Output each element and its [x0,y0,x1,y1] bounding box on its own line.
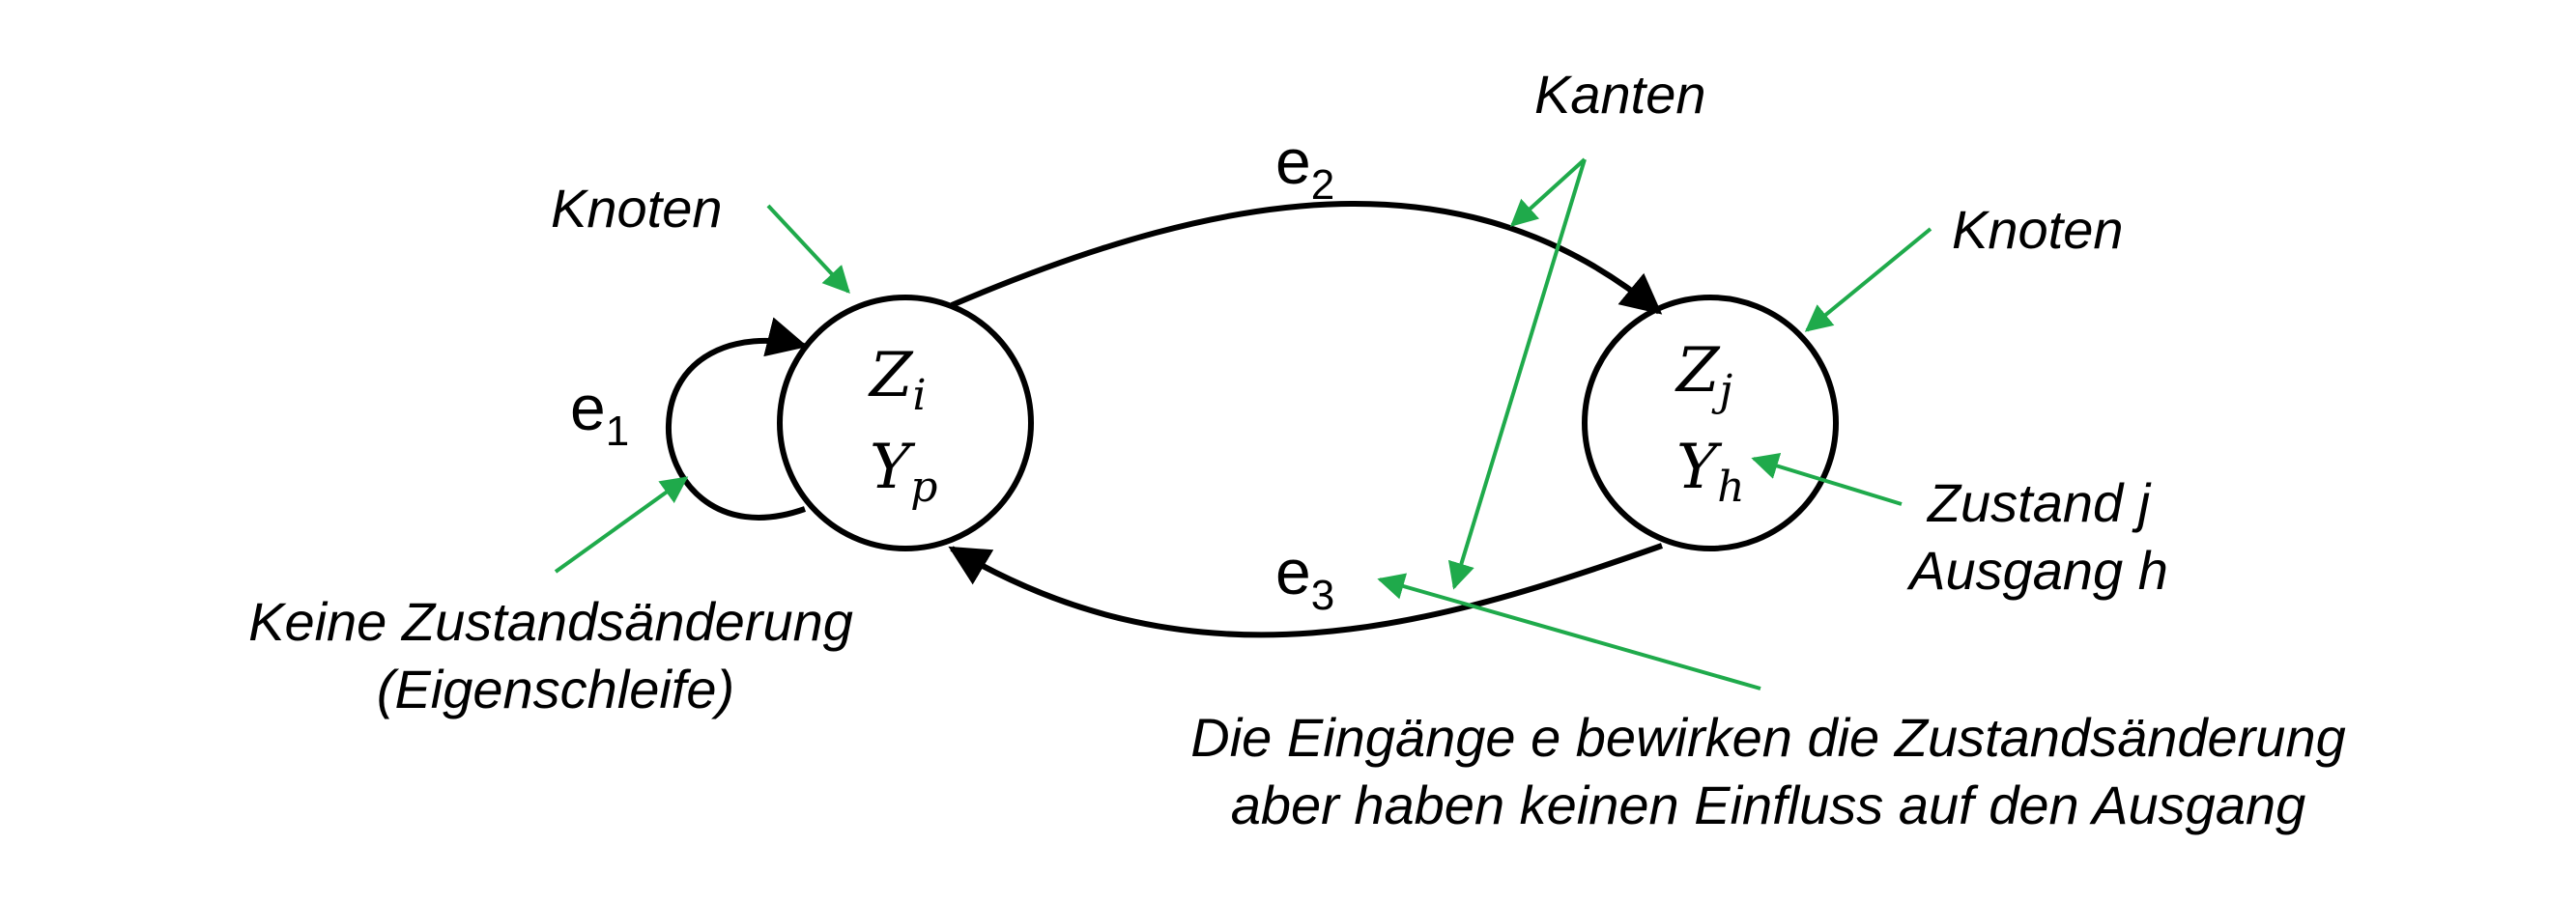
node-j-output-sub: h [1717,463,1744,512]
node-i-state: Zi [868,340,927,420]
node-j-state: Zj [1674,335,1732,415]
edge-e3 [948,543,1664,638]
edge-label-e3: e3 [1275,536,1334,619]
node-j-circle [1582,295,1839,551]
edge-label-e1: e1 [570,372,629,455]
arrow-inputs [1377,573,1761,691]
label-state-line2: Ausgang h [1906,540,2168,601]
edge-e1-self-loop [665,317,809,521]
label-self-loop-line2: (Eigenschleife) [377,659,734,719]
label-self-loop-line1: Keine Zustandsänderung [248,591,853,652]
edge-label-e2-sub: 2 [1311,161,1334,209]
edge-label-e1-sub: 1 [606,408,629,455]
label-knoten-left: Knoten [551,178,723,239]
node-j-state-letter: Z [1674,335,1721,407]
arrow-knoten-left [766,204,850,295]
arrow-state-output [1751,453,1903,506]
label-knoten-right: Knoten [1952,199,2124,260]
edge-label-e1-name: e [570,372,606,443]
node-i-output-letter: Y [870,432,916,503]
node-j-output: Yh [1676,432,1745,512]
edge-label-e3-sub: 3 [1311,572,1334,619]
node-i-output: Yp [870,432,937,512]
node-i-circle [777,295,1034,551]
node-i-state-letter: Z [868,340,914,411]
node-i: Zi Yp [777,295,1034,551]
arrow-kanten-to-e2 [1509,157,1587,227]
label-inputs-line2: aber haben keinen Einfluss auf den Ausga… [1231,775,2306,835]
node-i-output-sub: p [910,463,937,512]
label-inputs-line1: Die Eingänge e bewirken die Zustandsände… [1190,707,2345,768]
label-kanten: Kanten [1534,64,1706,125]
label-state-line1: Zustand j [1926,472,2152,533]
node-j-output-letter: Y [1676,432,1723,503]
arrow-kanten-to-e3 [1447,158,1587,590]
node-j: Zj Yh [1582,295,1839,551]
edge-label-e2: e2 [1275,126,1334,209]
edge-label-e3-name: e [1275,536,1311,607]
node-i-state-sub: i [912,371,926,420]
arrow-self-loop [554,476,689,574]
edge-label-e2-name: e [1275,126,1311,197]
edge-e2 [950,200,1663,315]
arrow-knoten-right [1804,227,1932,332]
